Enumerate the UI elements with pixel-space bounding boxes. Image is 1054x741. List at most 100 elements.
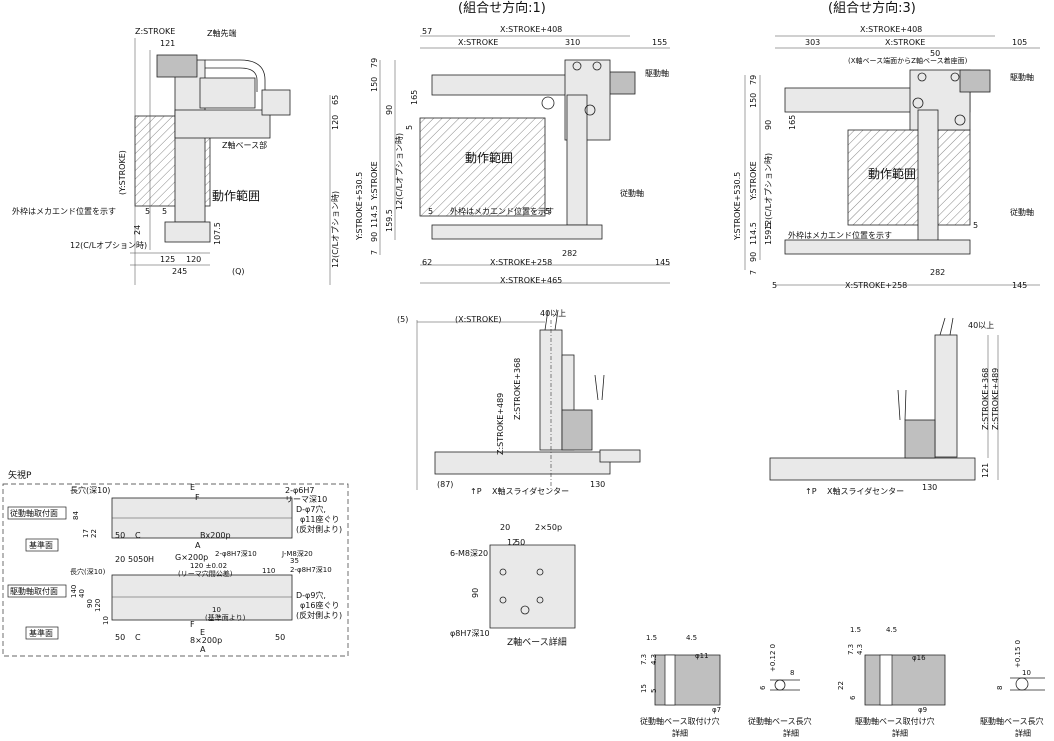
zb-d50: 50 [515,538,525,547]
left-d120b: 120 [186,255,201,264]
av-refhole: (基準面より) [205,613,246,622]
rf-p: ↑P [805,487,817,496]
d4-b: 8 [996,686,1004,690]
left-d245: 245 [172,267,187,276]
title-combo1: (組合せ方向:1) [458,0,546,16]
av-long-hole: 長穴(深10) [70,485,110,495]
d3-t2: 詳細 [892,728,908,738]
right-ys: Y:STROKE [749,161,758,201]
av-d110: 110 [262,567,275,575]
rf-d121: 121 [981,463,990,478]
av-d50c: 50 [275,633,285,642]
right-d282: 282 [930,268,945,277]
mid-d90b: 90 [370,232,379,242]
right-d145: 145 [1012,281,1027,290]
left-d125: 125 [160,255,175,264]
right-d90b: 90 [749,252,758,262]
av-d22: 22 [90,529,98,538]
mf-z489: Z:STROKE+489 [496,393,505,455]
mid-d155: 155 [652,38,667,47]
av-d35: 35 [290,557,299,565]
av-d84: 84 [72,511,80,520]
mid-d5: 5 [405,125,414,130]
av-a: A [195,541,201,550]
right-d105: 105 [1012,38,1027,47]
left-d65: 65 [331,95,340,105]
av-g: G×200p [175,553,208,562]
av-d120: 120 ±0.02 [190,562,227,570]
right-d7: 7 [749,270,758,275]
mid-d5c: 5 [428,207,433,216]
z-base-detail: 20 2×50p 12 50 6-M8深20 90 φ8H7深10 Z軸ベース詳… [450,523,576,648]
mid-d90: 90 [385,105,394,115]
left-side-view: Z:STROKE 121 Z軸先端 (Y:STROKE) Z軸ベース部 動作範囲… [12,27,340,285]
av-d50b: 50 [115,633,125,642]
mid-mech-end: 外枠はメカエンド位置を示す [450,206,554,216]
left-d121: 121 [160,39,175,48]
right-top-view: X:STROKE+408 303 X:STROKE 50 105 (X軸ベース端… [733,25,1040,290]
av-long2: 長穴(深10) [70,567,106,576]
av-d90: 90 [86,599,94,608]
av-title: 矢視P [8,469,32,481]
av-dcb: φ11座ぐり [300,514,339,524]
av-driven-face: 従動軸取付面 [10,508,58,518]
mid-x465: X:STROKE+465 [500,276,562,285]
d1-c: φ11 [695,652,709,660]
mf-base [434,451,611,475]
d1-t2: 詳細 [672,728,688,738]
d1-e: 4.3 [650,654,658,665]
detail-driven-slot: 8 6 +0.12 0 従動軸ベース長穴 詳細 [748,644,812,738]
mid-range-area [419,117,546,217]
av-pin: 2-φ6H7 [285,486,314,495]
mid-d79: 79 [370,58,379,68]
mf-center: X軸スライダセンター [492,486,569,496]
av-d5050: 5050 [128,555,148,564]
av-jm8: J-M8深20 [281,549,313,558]
d1-h: φ7 [712,706,721,714]
right-note: (X軸ベース端面からZ軸ベース着座面) [848,56,968,65]
d3-h: φ9 [918,706,927,714]
right-d159-5: 159.5 [764,222,773,245]
right-driven: 従動軸 [1010,207,1034,217]
av-ref2: 基準面 [29,628,53,638]
mid-d150: 150 [370,77,379,92]
mid-bottom-axis [431,224,603,240]
mid-driven: 従動軸 [620,188,644,198]
right-d165: 165 [788,115,797,130]
d3-f: 22 [837,681,845,690]
right-cl12: 12(C/Lオプション時) [764,153,773,230]
detail-drive-mount: 1.5 4.5 φ16 7.3 4.3 22 6 φ9 駆動軸ベース取付け穴 詳… [837,626,946,738]
left-q: (Q) [232,267,245,276]
zb-d20: 20 [500,523,510,532]
left-bottom [164,221,211,243]
left-d120: 120 [331,115,340,130]
rf-z489: Z:STROKE+489 [991,368,1000,430]
right-y530: Y:STROKE+530.5 [733,172,742,241]
left-z-base-label: Z軸ベース部 [222,140,267,150]
rf-center: X軸スライダセンター [827,486,904,496]
mid-ys: Y:STROKE [370,161,379,201]
rf-block [904,419,936,459]
right-xs: X:STROKE [885,38,925,47]
mid-range: 動作範囲 [465,150,513,165]
d4-t2: 詳細 [1015,728,1031,738]
rf-z-column [934,334,958,458]
d3-a: 1.5 [850,626,861,634]
mf-d87: (87) [437,480,453,489]
av-a2: A [200,645,206,654]
d2-c: +0.12 0 [769,644,777,672]
mid-d145: 145 [655,258,670,267]
av-b: Bx200p [200,531,231,540]
d2-t: 従動軸ベース長穴 [748,716,812,726]
zb-d2x50: 2×50p [535,523,562,532]
left-d5a: 5 [145,207,150,216]
rf-d130: 130 [922,483,937,492]
d4-c: +0.15 0 [1014,640,1022,668]
left-cl12: 12(C/Lオプション時) [70,241,147,250]
left-d5b: 5 [162,207,167,216]
d4-a: 10 [1022,669,1031,677]
left-z-tip: Z軸先端 [207,28,236,38]
d1-f: 15 [640,684,648,693]
mid-drive: 駆動軸 [645,68,669,78]
